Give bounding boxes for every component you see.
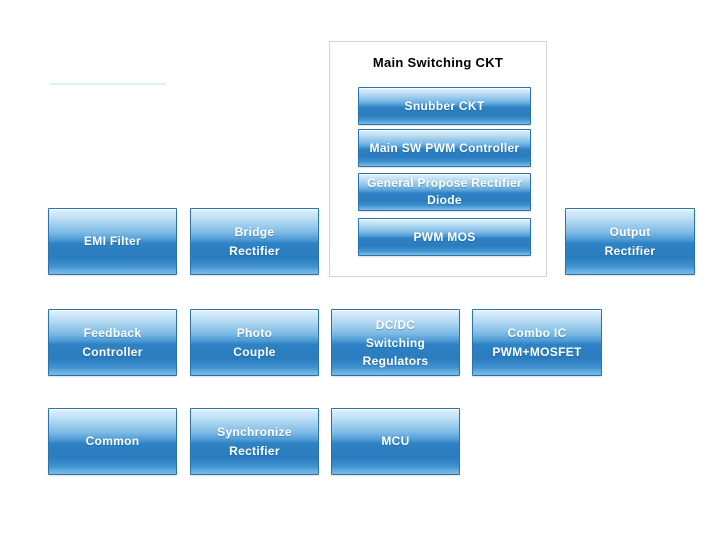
tile-common[interactable]: Common — [48, 408, 177, 475]
tile-label: Synchronize Rectifier — [217, 424, 292, 458]
tile-label: MCU — [381, 434, 410, 448]
tile-label: Bridge Rectifier — [229, 224, 280, 258]
tile-feedback-controller[interactable]: Feedback Controller — [48, 309, 177, 376]
tile-label: Photo Couple — [233, 325, 276, 359]
tile-label: DC/DC Switching Regulators — [362, 317, 429, 368]
tile-general-propose-rectifier-diode[interactable]: General Propose Rectifier Diode — [358, 173, 531, 211]
tile-label: PWM MOS — [413, 229, 476, 244]
tile-label: Output Rectifier — [604, 224, 656, 258]
group-title: Main Switching CKT — [372, 55, 504, 70]
tile-bridge-rectifier[interactable]: Bridge Rectifier — [190, 208, 319, 275]
tile-label: General Propose Rectifier Diode — [367, 176, 522, 207]
tile-pwm-mos[interactable]: PWM MOS — [358, 218, 531, 256]
main-switching-ckt-group: Main Switching CKT Snubber CKT Main SW P… — [329, 41, 547, 277]
tile-emi-filter[interactable]: EMI Filter — [48, 208, 177, 275]
tile-label: EMI Filter — [83, 234, 141, 248]
tile-dcdc-switching-regulators[interactable]: DC/DC Switching Regulators — [331, 309, 460, 376]
ghost-block-outline — [49, 83, 166, 85]
tile-main-sw-pwm-controller[interactable]: Main SW PWM Controller — [358, 129, 531, 167]
tile-output-rectifier[interactable]: Output Rectifier — [565, 208, 695, 275]
tile-label: Feedback Controller — [82, 325, 143, 359]
tile-mcu[interactable]: MCU — [331, 408, 460, 475]
tile-photo-couple[interactable]: Photo Couple — [190, 309, 319, 376]
tile-label: Snubber CKT — [404, 98, 485, 113]
tile-combo-ic-pwm-mosfet[interactable]: Combo IC PWM+MOSFET — [472, 309, 602, 376]
tile-snubber-ckt[interactable]: Snubber CKT — [358, 87, 531, 125]
tile-label: Combo IC PWM+MOSFET — [492, 325, 582, 359]
tile-synchronize-rectifier[interactable]: Synchronize Rectifier — [190, 408, 319, 475]
tile-label: Common — [85, 434, 140, 448]
tile-label: Main SW PWM Controller — [369, 140, 520, 155]
